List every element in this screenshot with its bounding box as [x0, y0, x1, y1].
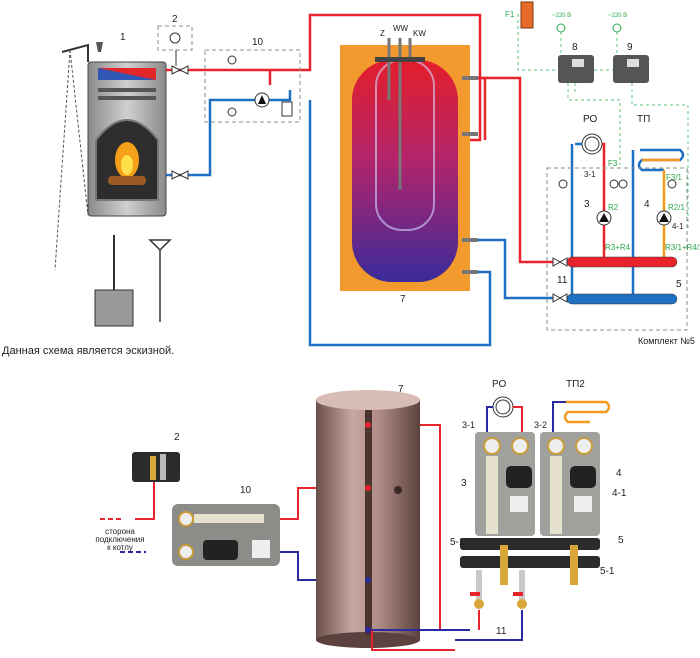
label-manifold-11: 11	[557, 275, 568, 286]
label-controller-8: 8	[572, 42, 578, 53]
label-b-3-2: 3-2	[534, 420, 547, 430]
pump-icon	[596, 210, 612, 226]
label-tp: ТП	[637, 114, 650, 125]
label-group-10: 10	[252, 37, 264, 48]
label-safety-group: 2	[172, 14, 178, 25]
safety-group-photo	[132, 452, 180, 482]
label-b-5: 5	[618, 535, 624, 546]
label-b-safety-group: 2	[174, 432, 180, 443]
label-b-tp2: ТП2	[566, 379, 585, 390]
label-valve-3-1: 3-1	[584, 170, 596, 179]
boiler-side-line-2: подключения	[95, 535, 144, 544]
supply-pipe-manifold	[478, 76, 555, 264]
label-kit: Комплект №5	[638, 336, 695, 346]
label-b-group-10: 10	[240, 485, 252, 496]
label-f3: F3	[608, 159, 618, 168]
manifold-photo	[460, 538, 600, 585]
valve-icon	[171, 170, 189, 180]
boiler-side-line-1: сторона	[105, 527, 135, 536]
return-pipe-boiler	[166, 90, 292, 177]
radiator-icon	[581, 133, 603, 155]
label-group-4: 4	[644, 199, 650, 210]
plug-icon	[556, 23, 566, 33]
boiler-pump-group: 10	[204, 37, 301, 123]
label-group-4-1: 4-1	[672, 222, 684, 231]
controller-8: 8	[558, 42, 594, 83]
caption: Данная схема является эскизной.	[2, 345, 174, 357]
label-b-4-1: 4-1	[612, 488, 627, 499]
valve-icon	[171, 65, 189, 75]
label-manifold-5: 5	[676, 279, 682, 290]
boiler-pump-group-photo	[172, 504, 280, 566]
label-boiler: 1	[120, 32, 126, 43]
thermometer-icon	[96, 42, 103, 52]
floor-heating-loop	[563, 400, 611, 424]
supply-manifold	[566, 256, 678, 268]
valve-icon	[552, 293, 568, 303]
label-power-9: ~220 В	[608, 13, 627, 19]
storage-tank: Z WW KW 7	[340, 24, 478, 305]
pump-group-3-photo	[475, 432, 535, 536]
tank-upper-link	[470, 76, 487, 140]
poker-icon	[148, 239, 172, 322]
pump-icon	[254, 92, 270, 108]
label-ww: WW	[393, 24, 409, 33]
boiler-side-line-3: к котлу	[107, 543, 133, 552]
label-group-3: 3	[584, 199, 590, 210]
label-r3-r4: R3+R4	[605, 243, 631, 252]
plug-icon	[612, 23, 622, 33]
label-b-ro: РО	[492, 379, 506, 390]
label-f1: F1	[505, 10, 515, 19]
supply-pipe-boiler	[166, 13, 482, 142]
radiator-icon	[492, 396, 514, 418]
label-ro: РО	[583, 114, 597, 125]
valve-icon	[552, 257, 568, 267]
return-manifold	[566, 293, 678, 305]
label-tank: 7	[400, 294, 406, 305]
label-f3-1: F3/1	[666, 173, 683, 182]
return-pipe-tank	[308, 100, 492, 347]
thermometer-icon	[558, 179, 677, 189]
pump-group-4-photo	[540, 432, 600, 536]
label-r2-1: R2/1	[668, 203, 685, 212]
label-b-3-1: 3-1	[462, 420, 475, 430]
ball-valves-photo	[470, 570, 527, 609]
pump-groups-frame	[546, 167, 688, 331]
label-z: Z	[380, 29, 385, 38]
boiler: 1	[54, 32, 167, 271]
storage-tank-photo	[316, 390, 420, 648]
label-controller-9: 9	[627, 42, 633, 53]
label-b-3: 3	[461, 478, 467, 489]
label-kw: KW	[413, 29, 426, 38]
pump-icon	[656, 210, 672, 226]
safety-group: 2	[157, 14, 193, 66]
shovel-icon	[94, 235, 134, 327]
label-b-11: 11	[496, 626, 507, 637]
label-b-tank: 7	[398, 384, 404, 395]
sensor-f1: F1	[505, 1, 534, 29]
controller-9: 9	[613, 42, 649, 83]
label-b-4: 4	[616, 468, 622, 479]
return-pipe-manifold	[478, 238, 555, 300]
label-r3-1-r4-1: R3/1+R4/1	[665, 243, 700, 252]
label-b-5-1a: 5-1	[450, 537, 465, 548]
label-power-8: ~220 В	[552, 13, 571, 19]
label-b-5-1b: 5-1	[600, 566, 615, 577]
label-r2: R2	[608, 203, 619, 212]
